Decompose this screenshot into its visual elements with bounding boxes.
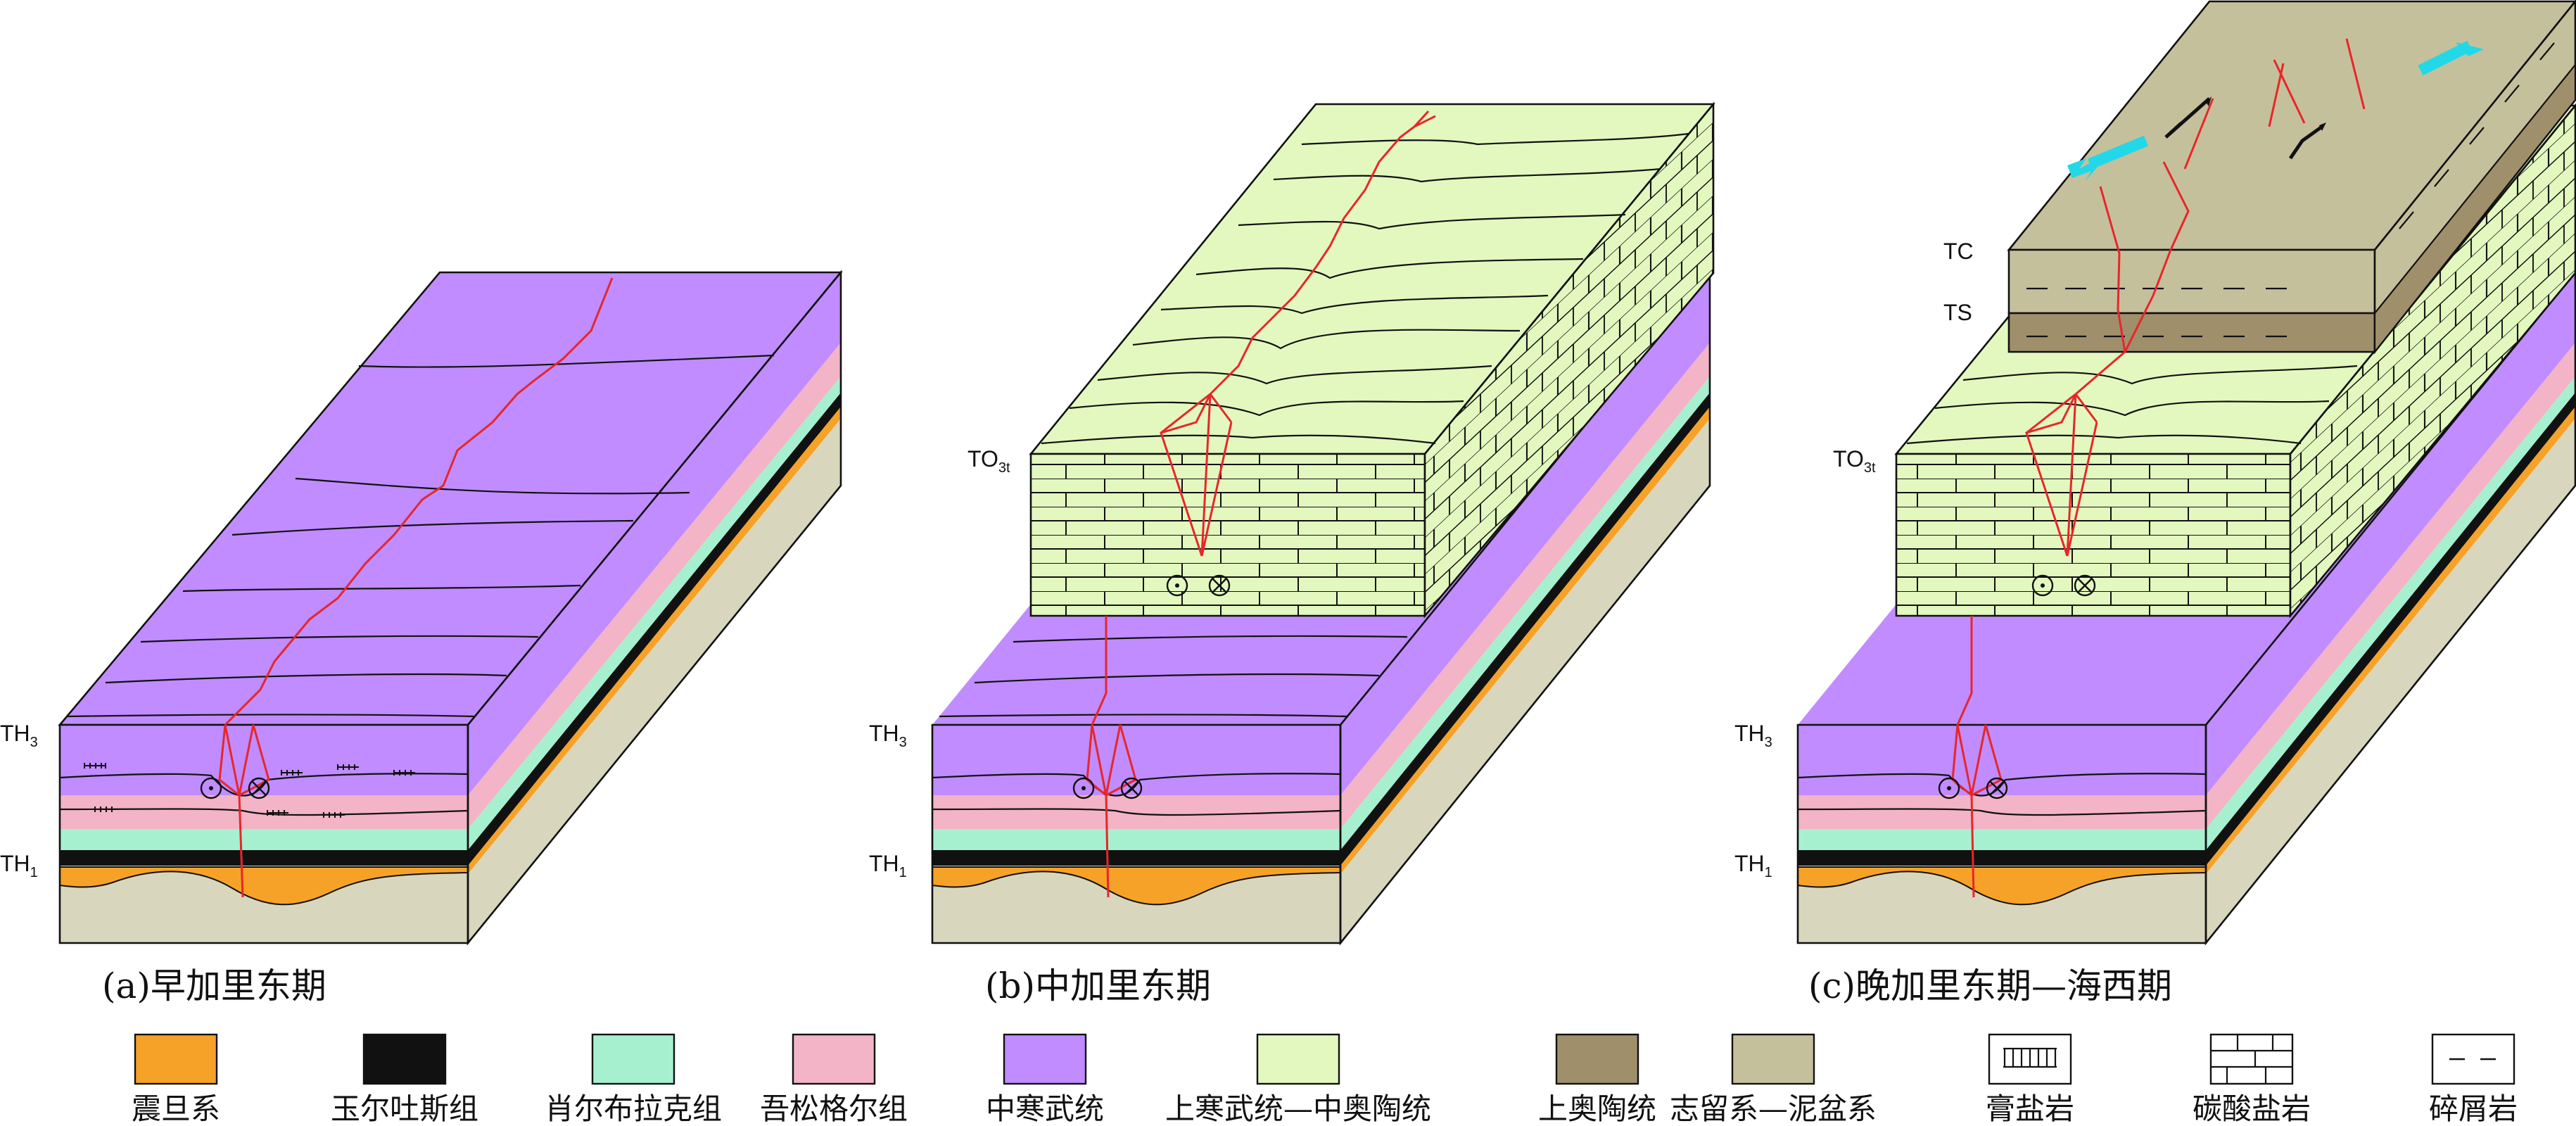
legend-swatch	[362, 1033, 447, 1085]
panel-a-side-xiaoerbulake	[468, 377, 841, 850]
legend-swatch	[2209, 1033, 2294, 1085]
panel-c-late-caledonian-hercynian: TH3 TH1 TO3t TC TS (c)晚加里东期—海西期	[1734, 0, 2576, 1006]
legend-label: 碎屑岩	[2429, 1092, 2518, 1126]
legend-swatch	[1256, 1033, 1340, 1085]
panel-b-mid-caledonian: TH3 TH1 TO3t (b)中加里东期	[869, 101, 1715, 1006]
panel-c-th1-label: TH1	[1734, 851, 1772, 880]
gypsum-pattern-icon	[2003, 1047, 2057, 1068]
panel-b-to-label: TO3t	[967, 446, 1010, 476]
panel-a-front-yuertusi	[60, 850, 468, 866]
panel-c-to-label: TO3t	[1833, 446, 1876, 476]
panel-c-th3-label: TH3	[1734, 721, 1772, 750]
legend-label: 震旦系	[132, 1092, 220, 1126]
legend-swatch	[1003, 1033, 1087, 1085]
panel-a-front-sinian	[59, 866, 469, 906]
legend-swatch	[134, 1033, 218, 1085]
panel-c-upper-ordovician-front	[2007, 312, 2376, 353]
legend-swatch	[792, 1033, 876, 1085]
panel-b-th3-label: TH3	[869, 721, 907, 750]
panel-b-upper-side	[1423, 101, 1715, 619]
panel-a-strike-slip-symbols	[200, 777, 270, 799]
panel-b-th1-label: TH1	[869, 851, 907, 880]
legend-label: 玉尔吐斯组	[331, 1092, 478, 1126]
legend: 震旦系 玉尔吐斯组 肖尔布拉克组 吾松格尔组 中寒武统 上寒武统—中奥陶统 上奥陶统志留系—…	[132, 1033, 2518, 1126]
legend-swatch	[1731, 1033, 1815, 1085]
panel-a-th1-label: TH1	[0, 851, 38, 880]
panel-a-gypsum-marks	[84, 763, 415, 818]
legend-label: 肖尔布拉克组	[545, 1092, 722, 1126]
panel-a-side-wusonggeer	[468, 343, 841, 829]
panel-c-ts-label: TS	[1943, 300, 1972, 325]
legend-swatch	[591, 1033, 675, 1085]
panel-a-front-basement	[60, 866, 468, 943]
panel-b-title: (b)中加里东期	[985, 966, 1211, 1006]
panel-c-silurian-front	[2007, 248, 2376, 315]
panel-a-fault-trace	[218, 277, 614, 898]
legend-swatch	[2431, 1033, 2515, 1085]
panel-c-tc-label: TC	[1943, 239, 1974, 264]
panel-a-side-sinian	[468, 407, 841, 874]
panel-c-extension-arrow-right	[2418, 40, 2473, 76]
panel-a-side-mid-cambrian	[468, 272, 841, 795]
panel-a-title: (a)早加里东期	[102, 966, 326, 1006]
legend-swatch	[1555, 1033, 1639, 1085]
panel-a-side-basement	[468, 419, 841, 943]
legend-label: 碳酸盐岩	[2193, 1092, 2311, 1126]
panel-a-front-xiaoerbulake	[60, 829, 468, 850]
legend-label: 上寒武统—中奥陶统	[1165, 1092, 1431, 1126]
carbonate-pattern-icon	[2211, 1035, 2292, 1084]
legend-label: 中寒武统	[986, 1092, 1104, 1126]
panel-a-th3-label: TH3	[0, 721, 38, 750]
legend-label: 膏盐岩	[1986, 1092, 2074, 1126]
panel-a-side-yuertusi	[468, 393, 841, 866]
panel-a-early-caledonian: TH3 TH1 (a)早加里东期	[0, 270, 843, 1006]
legend-label: 上奥陶统	[1538, 1092, 1656, 1126]
legend-label: 吾松格尔组	[760, 1092, 908, 1126]
legend-label: 志留系—泥盆系	[1670, 1092, 1877, 1126]
panel-a-front-wusonggeer	[60, 795, 468, 829]
panel-c-title: (c)晚加里东期—海西期	[1808, 966, 2172, 1006]
